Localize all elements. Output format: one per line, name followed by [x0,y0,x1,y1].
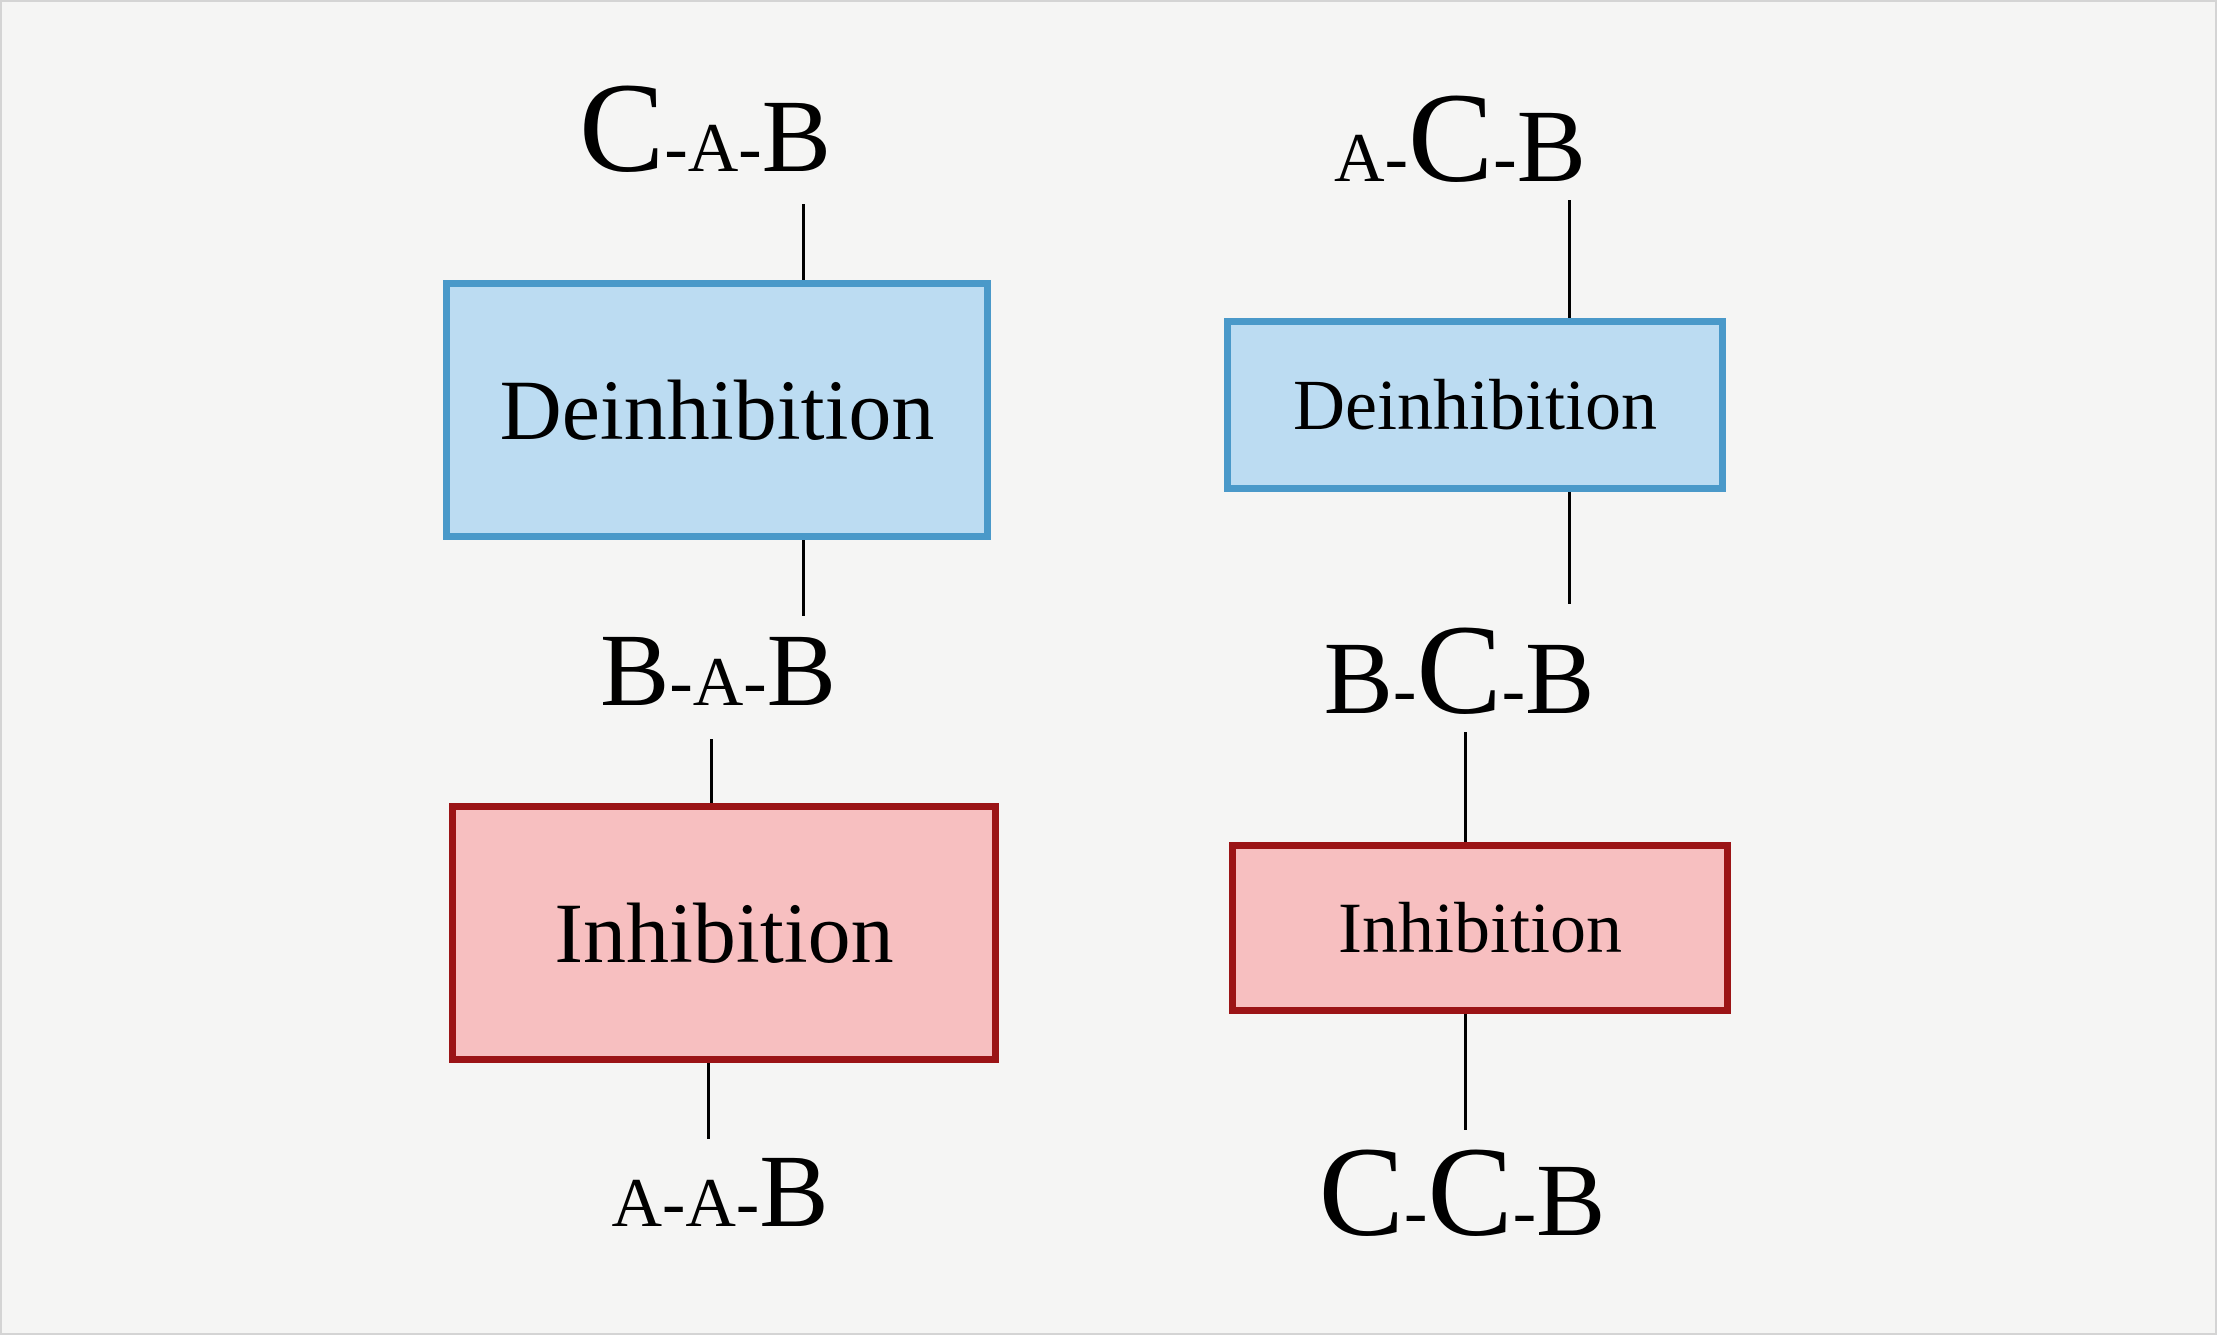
formula-token: A [685,1165,736,1242]
right-middle-formula: B-C-B [1324,606,1595,734]
formula-token: - [735,1165,760,1242]
formula-token: - [1404,1174,1428,1251]
left-connector-top [802,204,805,280]
formula-token: - [1501,652,1525,729]
formula-token: B [600,613,670,728]
formula-token: - [738,110,762,187]
formula-token: B [1323,621,1393,736]
left-connector-middle-lower [710,739,713,809]
left-middle-formula: B-A-B [600,619,836,723]
formula-token: B [1525,621,1595,736]
formula-token: B [759,1134,829,1249]
right-connector-bottom [1464,1014,1467,1130]
right-inhibition-label: Inhibition [1338,887,1622,968]
formula-token: B [1516,89,1586,204]
right-deinhibition-box: Deinhibition [1224,318,1726,492]
formula-token: B [1536,1143,1606,1258]
formula-token: C [1427,1121,1513,1263]
right-inhibition-box: Inhibition [1229,842,1731,1014]
formula-token: - [743,644,767,721]
left-inhibition-box: Inhibition [449,803,999,1063]
formula-token: - [664,110,688,187]
left-deinhibition-label: Deinhibition [499,362,935,458]
formula-token: A [611,1165,662,1242]
right-connector-top [1568,200,1571,320]
left-bottom-formula: A-A-B [611,1140,828,1244]
formula-token: - [662,1165,686,1242]
right-bottom-formula: C-C-B [1319,1128,1606,1256]
formula-token: A [692,644,744,721]
formula-token: C [579,57,665,199]
formula-token: - [669,644,693,721]
formula-token: - [1493,120,1517,197]
left-connector-middle-upper [802,540,805,616]
right-deinhibition-label: Deinhibition [1293,364,1657,445]
left-connector-bottom [707,1063,710,1139]
formula-token: A [687,110,739,187]
left-deinhibition-box: Deinhibition [443,280,991,540]
formula-token: - [1384,120,1408,197]
formula-token: B [761,79,831,194]
left-inhibition-label: Inhibition [554,885,894,981]
right-top-formula: A-C-B [1334,74,1586,202]
formula-token: C [1318,1121,1404,1263]
formula-token: C [1407,67,1494,209]
formula-token: C [1416,599,1502,741]
formula-token: - [1393,652,1417,729]
left-top-formula: C-A-B [579,64,831,192]
formula-token: B [766,613,836,728]
right-connector-middle-lower [1464,732,1467,844]
formula-token: - [1512,1174,1536,1251]
formula-token: A [1334,120,1385,197]
right-connector-middle-upper [1568,492,1571,604]
